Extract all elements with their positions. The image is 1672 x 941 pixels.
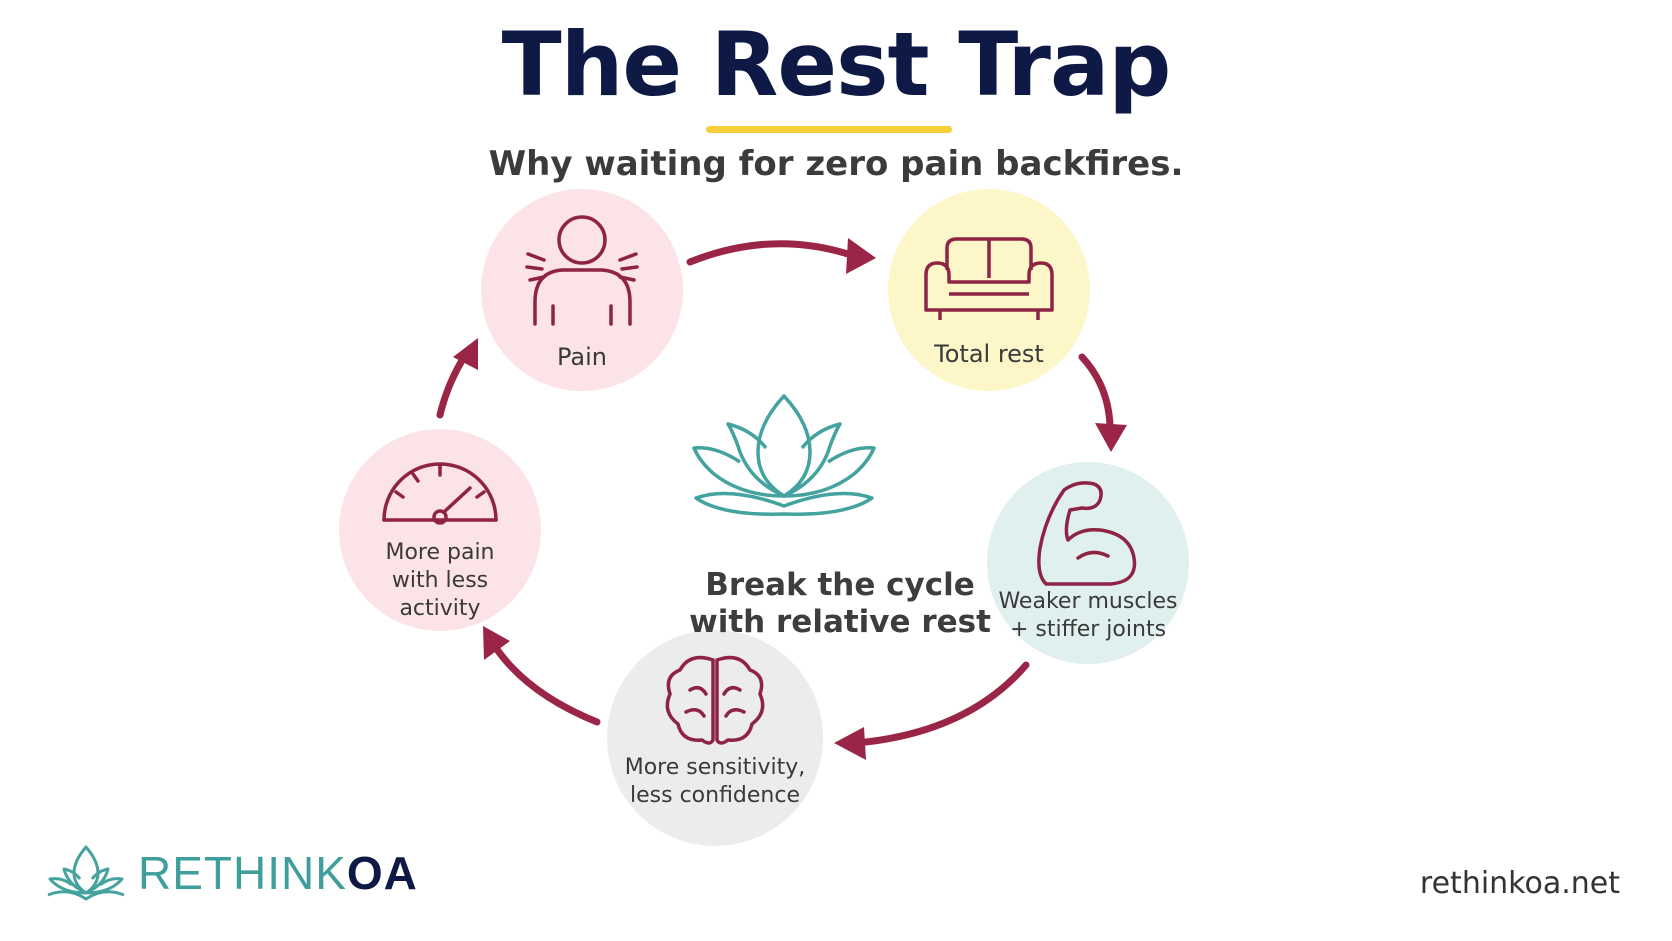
pain-node-circle xyxy=(481,189,683,391)
brand-name: RETHINKOA xyxy=(138,847,418,899)
arrow-sensitivity-to-morepain xyxy=(492,644,601,726)
brain-icon xyxy=(665,655,765,745)
brand-logo: RETHINKOA xyxy=(44,840,418,906)
arrowhead-pain-to-rest xyxy=(846,238,876,274)
sensitivity-node-circle xyxy=(607,630,823,846)
pain-label: Pain xyxy=(557,343,607,371)
arrow-morepain-to-pain xyxy=(436,353,468,419)
total-rest-label: Total rest xyxy=(934,340,1044,368)
arrowhead-rest-to-muscles xyxy=(1095,423,1127,452)
arrowhead-morepain-to-pain xyxy=(453,338,478,370)
sensitivity-label: More sensitivity, less confidence xyxy=(624,755,806,808)
weaker-muscles-node-circle xyxy=(987,462,1189,664)
more-pain-label: More pain with less activity xyxy=(385,540,495,621)
page-title: The Rest Trap xyxy=(501,13,1172,116)
speedometer-icon xyxy=(382,462,498,525)
arrow-muscles-to-sensitivity xyxy=(862,661,1030,746)
total-rest-node-circle xyxy=(888,189,1090,391)
arrow-pain-to-rest xyxy=(686,240,852,266)
arrowhead-muscles-to-sensitivity xyxy=(834,727,866,760)
flexed-arm-icon xyxy=(1037,481,1137,586)
website-url: rethinkoa.net xyxy=(1419,866,1620,901)
lotus-icon xyxy=(692,394,876,516)
weaker-muscles-label: Weaker muscles + stiffer joints xyxy=(998,589,1178,642)
sofa-icon xyxy=(924,237,1054,320)
arrowhead-sensitivity-to-morepain xyxy=(483,626,510,660)
title-underline xyxy=(706,126,952,133)
person-in-pain-icon xyxy=(525,215,639,326)
more-pain-node-circle xyxy=(339,429,541,631)
center-message: Break the cycle with relative rest xyxy=(689,567,991,640)
brand-lotus-icon xyxy=(47,845,125,901)
page-subtitle: Why waiting for zero pain backfires. xyxy=(488,144,1184,184)
arrow-rest-to-muscles xyxy=(1078,353,1114,429)
